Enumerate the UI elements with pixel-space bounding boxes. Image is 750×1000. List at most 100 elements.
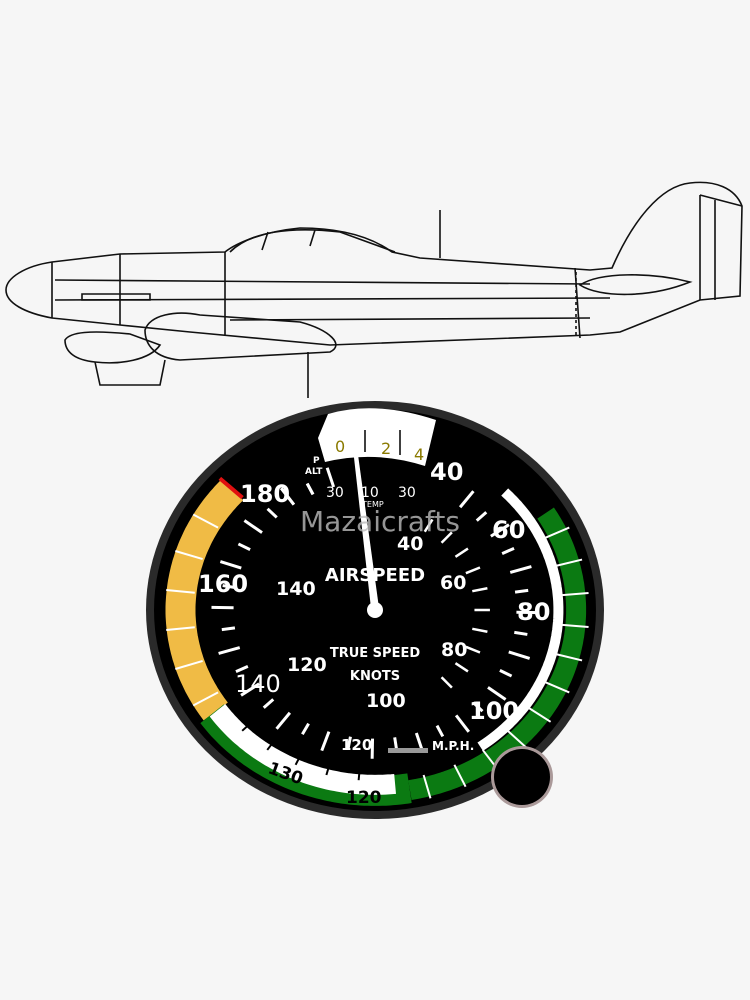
- band-tick: [266, 737, 277, 751]
- caution-arc-tick: [192, 513, 219, 529]
- scale-tick: [435, 724, 445, 738]
- temp-label: 30: [398, 485, 416, 501]
- mph-label: 140: [235, 670, 281, 698]
- normal-arc-tick: [556, 653, 583, 662]
- scale-tick: [266, 507, 278, 519]
- scale-tick: [508, 650, 531, 660]
- caution-arc-tick: [192, 691, 219, 707]
- normal-arc-tick: [544, 526, 570, 539]
- airspeed-indicator: 0 2 4 P ALT 30 10 30 TEMP 180 160 140 40…: [146, 401, 604, 819]
- scale-tick: [243, 519, 263, 534]
- wing-radiator: [144, 312, 337, 361]
- mph-label: 80: [517, 598, 550, 626]
- mph-label: 40: [430, 458, 463, 486]
- true-speed-label: TRUE SPEED: [330, 646, 420, 661]
- normal-arc-tick: [422, 774, 432, 799]
- scale-tick: [472, 701, 484, 713]
- knots-tick: [423, 518, 434, 533]
- mph-label: 100: [469, 697, 519, 725]
- caution-arc-tick: [166, 589, 195, 594]
- scale-tick: [262, 698, 275, 709]
- scale-tick: [475, 511, 488, 522]
- knots-label: 120: [287, 654, 327, 676]
- normal-arc-tick: [556, 558, 583, 567]
- adjustment-knob[interactable]: [491, 746, 553, 808]
- scale-tick: [320, 731, 331, 752]
- temp-label: TEMP: [361, 500, 384, 509]
- knots-tick: [454, 662, 469, 673]
- scale-tick: [501, 546, 515, 555]
- mph-unit-label: M.P.H.: [432, 739, 474, 753]
- scale-tick: [280, 487, 296, 506]
- alt-window-label: 2: [381, 439, 391, 458]
- knots-label: 40: [397, 533, 423, 555]
- true-speed-band: [209, 704, 397, 795]
- knots-tick: [440, 531, 453, 544]
- mph-label: 180: [240, 480, 290, 508]
- alt-window-label: 4: [414, 445, 424, 464]
- scale-tick: [490, 523, 510, 538]
- scale-tick: [346, 736, 352, 749]
- caution-arc-tick: [175, 550, 203, 561]
- p-alt-label: ALT: [305, 467, 323, 477]
- scale-tick: [240, 682, 260, 697]
- normal-arc-tick: [528, 707, 552, 723]
- knots-tick: [472, 587, 488, 593]
- normal-arc: [408, 507, 587, 800]
- redline-mark: [218, 476, 244, 500]
- band-label: 120: [346, 788, 382, 808]
- needle: [352, 440, 383, 618]
- scale-tick: [487, 686, 507, 701]
- mph-label: 60: [492, 516, 525, 544]
- watermark: Mazaicrafts: [300, 505, 460, 538]
- knots-tick: [440, 676, 453, 689]
- caution-arc-tick: [166, 626, 195, 631]
- scale-tick: [499, 669, 513, 678]
- knots-unit-label: KNOTS: [350, 669, 400, 684]
- band-tick: [294, 751, 304, 766]
- scale-tick: [458, 490, 475, 509]
- fuselage-outline: [5, 181, 743, 346]
- scale-tick: [222, 584, 236, 590]
- airplane-drawing: [5, 181, 743, 398]
- normal-arc-tick: [562, 592, 589, 597]
- normal-arc-tick: [453, 764, 467, 788]
- scale-tick: [393, 737, 399, 750]
- index-bar: [388, 748, 428, 753]
- scale-tick: [235, 665, 249, 674]
- temp-label: 30: [326, 485, 344, 501]
- scale-tick: [514, 630, 528, 636]
- gauge-title: AIRSPEED: [325, 565, 425, 586]
- temp-label: 10: [361, 485, 379, 501]
- normal-arc-tick: [562, 623, 589, 628]
- normal-arc-tick: [507, 730, 528, 749]
- exhaust-stacks: [81, 293, 151, 301]
- tailplane: [578, 274, 693, 296]
- caution-arc-tick: [175, 659, 203, 670]
- knots-label: 60: [440, 572, 466, 594]
- knots-label: 100: [366, 690, 406, 712]
- p-alt-label: P: [313, 456, 320, 466]
- knots-label: 120: [341, 736, 372, 754]
- scale-tick: [305, 482, 315, 496]
- altitude-window: 0 2 4: [318, 408, 436, 466]
- scale-tick: [509, 565, 532, 574]
- knots-tick: [465, 566, 481, 575]
- scale-tick: [454, 714, 470, 733]
- band-tick: [357, 766, 361, 781]
- knots-label: 140: [276, 578, 316, 600]
- scale-tick: [325, 467, 336, 488]
- knots-tick: [454, 547, 469, 558]
- knots-tick: [472, 627, 488, 633]
- knots-label: 80: [441, 639, 467, 661]
- scale-tick: [301, 722, 310, 735]
- normal-arc-tick: [544, 681, 570, 694]
- knots-tick: [465, 645, 481, 654]
- scale-tick: [221, 626, 236, 632]
- scale-tick: [219, 560, 242, 570]
- scale-tick: [275, 711, 292, 730]
- mph-label: 160: [198, 570, 248, 598]
- alt-window-label: 0: [335, 437, 345, 456]
